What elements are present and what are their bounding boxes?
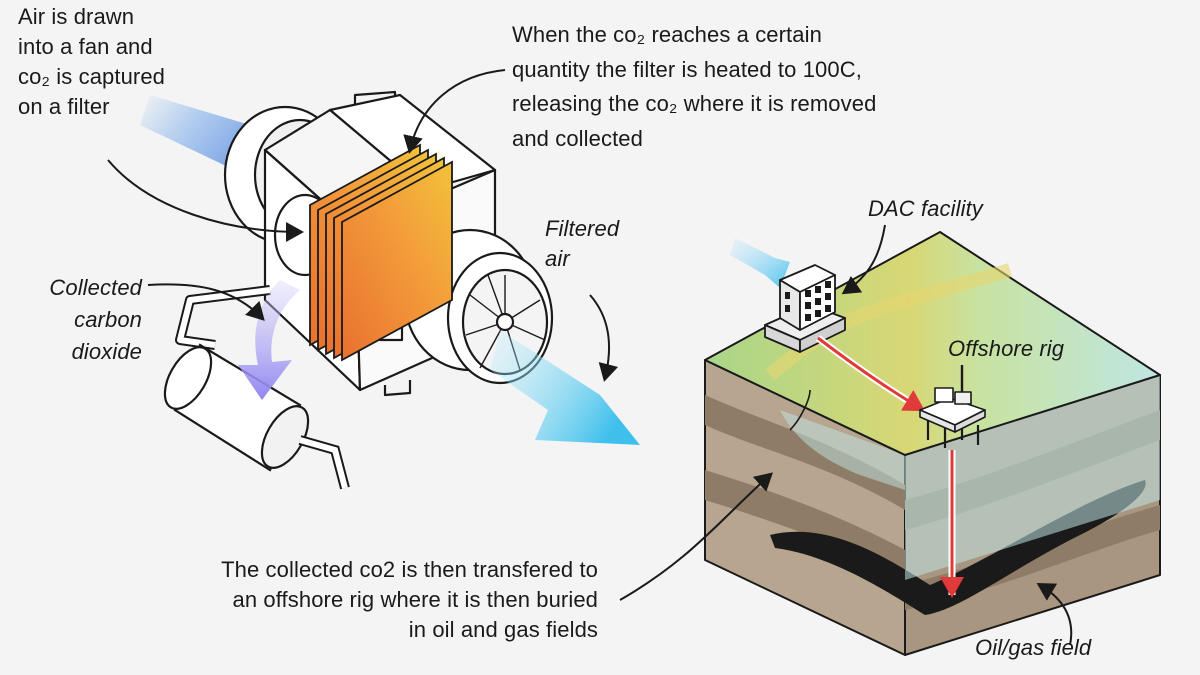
co2-canister xyxy=(163,343,350,490)
collected-co2-flow xyxy=(238,280,300,400)
leader-arrows-right xyxy=(619,224,1073,646)
dac-air-flow xyxy=(730,238,790,288)
label-filtered-air: Filtered air xyxy=(545,216,620,271)
offshore-rig xyxy=(919,365,986,448)
label-air-fan: Air is drawn into a fan and co₂ is captu… xyxy=(18,4,166,119)
co2-pipeline xyxy=(815,335,964,598)
filtered-air-flow xyxy=(490,330,640,445)
air-intake-flow xyxy=(140,95,250,175)
label-transfer: The collected co2 is then transfered to … xyxy=(221,557,598,642)
label-dac-facility: DAC facility xyxy=(868,196,983,221)
filter-stack xyxy=(309,143,453,362)
leader-arrows-left xyxy=(107,69,619,382)
label-heated-filter: When the co₂ reaches a certain quantity … xyxy=(512,22,877,151)
dac-facility xyxy=(764,264,846,353)
label-collected-co2: Collected carbon dioxide xyxy=(49,275,142,364)
label-offshore-rig: Offshore rig xyxy=(948,336,1065,361)
label-oil-gas-field: Oil/gas field xyxy=(975,635,1092,660)
geology-block xyxy=(704,231,1161,656)
